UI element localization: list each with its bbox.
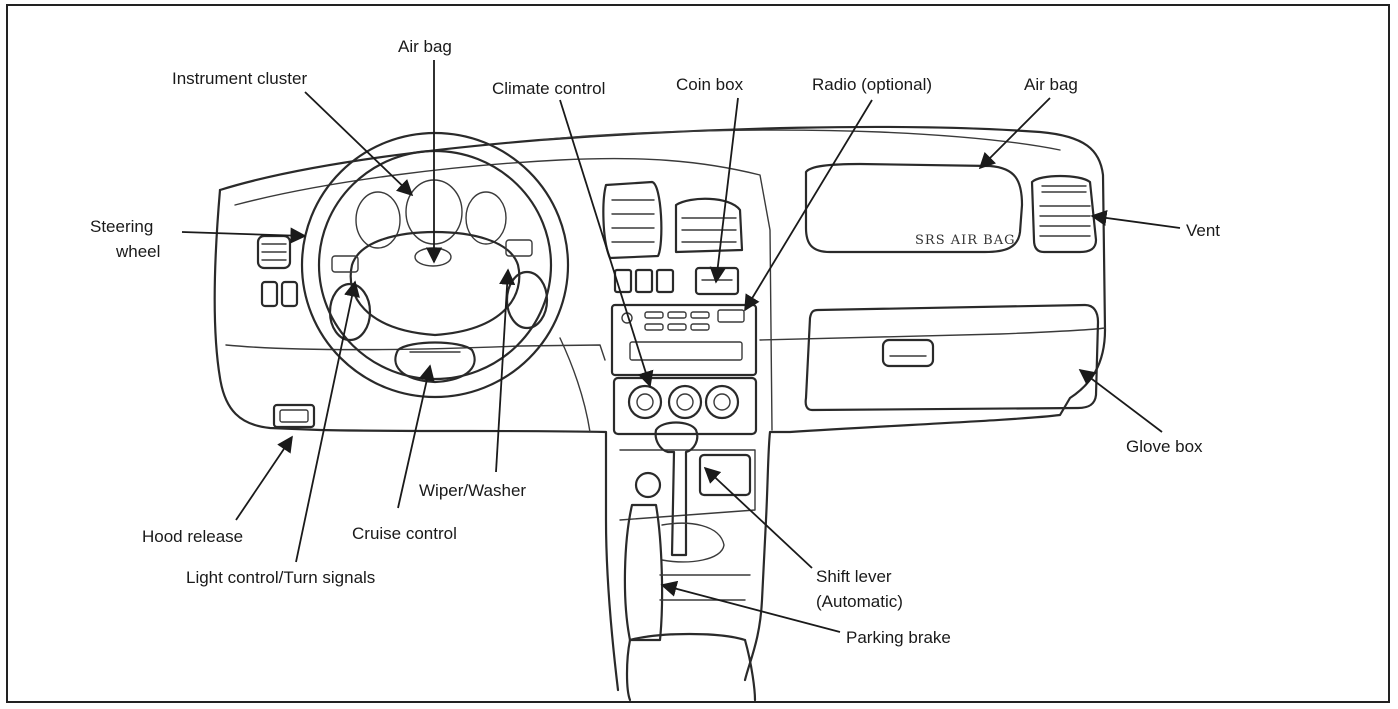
leader-vent: [1090, 209, 1181, 229]
label-glove-box: Glove box: [1126, 437, 1203, 456]
label-radio: Radio (optional): [812, 75, 932, 94]
leader-hood-release: [235, 435, 293, 521]
callout-labels: Air bag Instrument cluster Climate contr…: [90, 37, 1220, 647]
leader-parking-brake: [660, 580, 841, 633]
center-vents-drawing: [602, 180, 744, 260]
srs-air-bag-stamp: SRS AIR BAG: [915, 233, 1016, 248]
leader-light-control: [295, 280, 360, 563]
glove-box-drawing: [804, 303, 1100, 412]
label-cruise-control: Cruise control: [352, 524, 457, 543]
dashboard-drawing: SRS AIR BAG: [213, 125, 1107, 702]
leader-glove-box: [1078, 369, 1163, 433]
label-parking-brake: Parking brake: [846, 628, 951, 647]
label-air-bag-passenger: Air bag: [1024, 75, 1078, 94]
label-climate-control: Climate control: [492, 79, 605, 98]
label-air-bag-driver: Air bag: [398, 37, 452, 56]
label-wiper-washer: Wiper/Washer: [419, 481, 526, 500]
hood-release-drawing: [272, 403, 316, 429]
console-drawing: [619, 421, 757, 702]
switch-row-drawing: [613, 266, 740, 296]
label-steering-wheel-line1: Steering: [90, 217, 153, 236]
leader-cruise-control: [397, 364, 435, 509]
label-light-control: Light control/Turn signals: [186, 568, 375, 587]
label-shift-lever-line1: Shift lever: [816, 567, 892, 586]
label-coin-box: Coin box: [676, 75, 744, 94]
label-vent: Vent: [1186, 221, 1220, 240]
label-hood-release: Hood release: [142, 527, 243, 546]
steering-wheel-drawing: [300, 131, 570, 399]
leader-wiper-washer: [495, 268, 516, 473]
leader-shift-lever: [703, 466, 813, 569]
leader-instrument-cluster: [304, 91, 414, 197]
leader-radio: [744, 99, 873, 312]
leader-lines: [181, 60, 1181, 633]
passenger-airbag-panel-drawing: SRS AIR BAG: [804, 162, 1024, 254]
label-instrument-cluster: Instrument cluster: [172, 69, 307, 88]
left-vent-drawing: [256, 234, 299, 308]
leader-steering-wheel: [181, 227, 307, 244]
diagram-frame: [6, 4, 1390, 703]
label-shift-lever-line2: (Automatic): [816, 592, 903, 611]
label-steering-wheel-line2: wheel: [115, 242, 160, 261]
leader-air-bag-passenger: [978, 97, 1051, 170]
right-vent-drawing: [1030, 174, 1098, 254]
leader-climate-control: [559, 99, 654, 388]
leader-coin-box: [709, 97, 739, 284]
radio-drawing: [610, 303, 758, 377]
climate-controls-drawing: [612, 376, 758, 436]
